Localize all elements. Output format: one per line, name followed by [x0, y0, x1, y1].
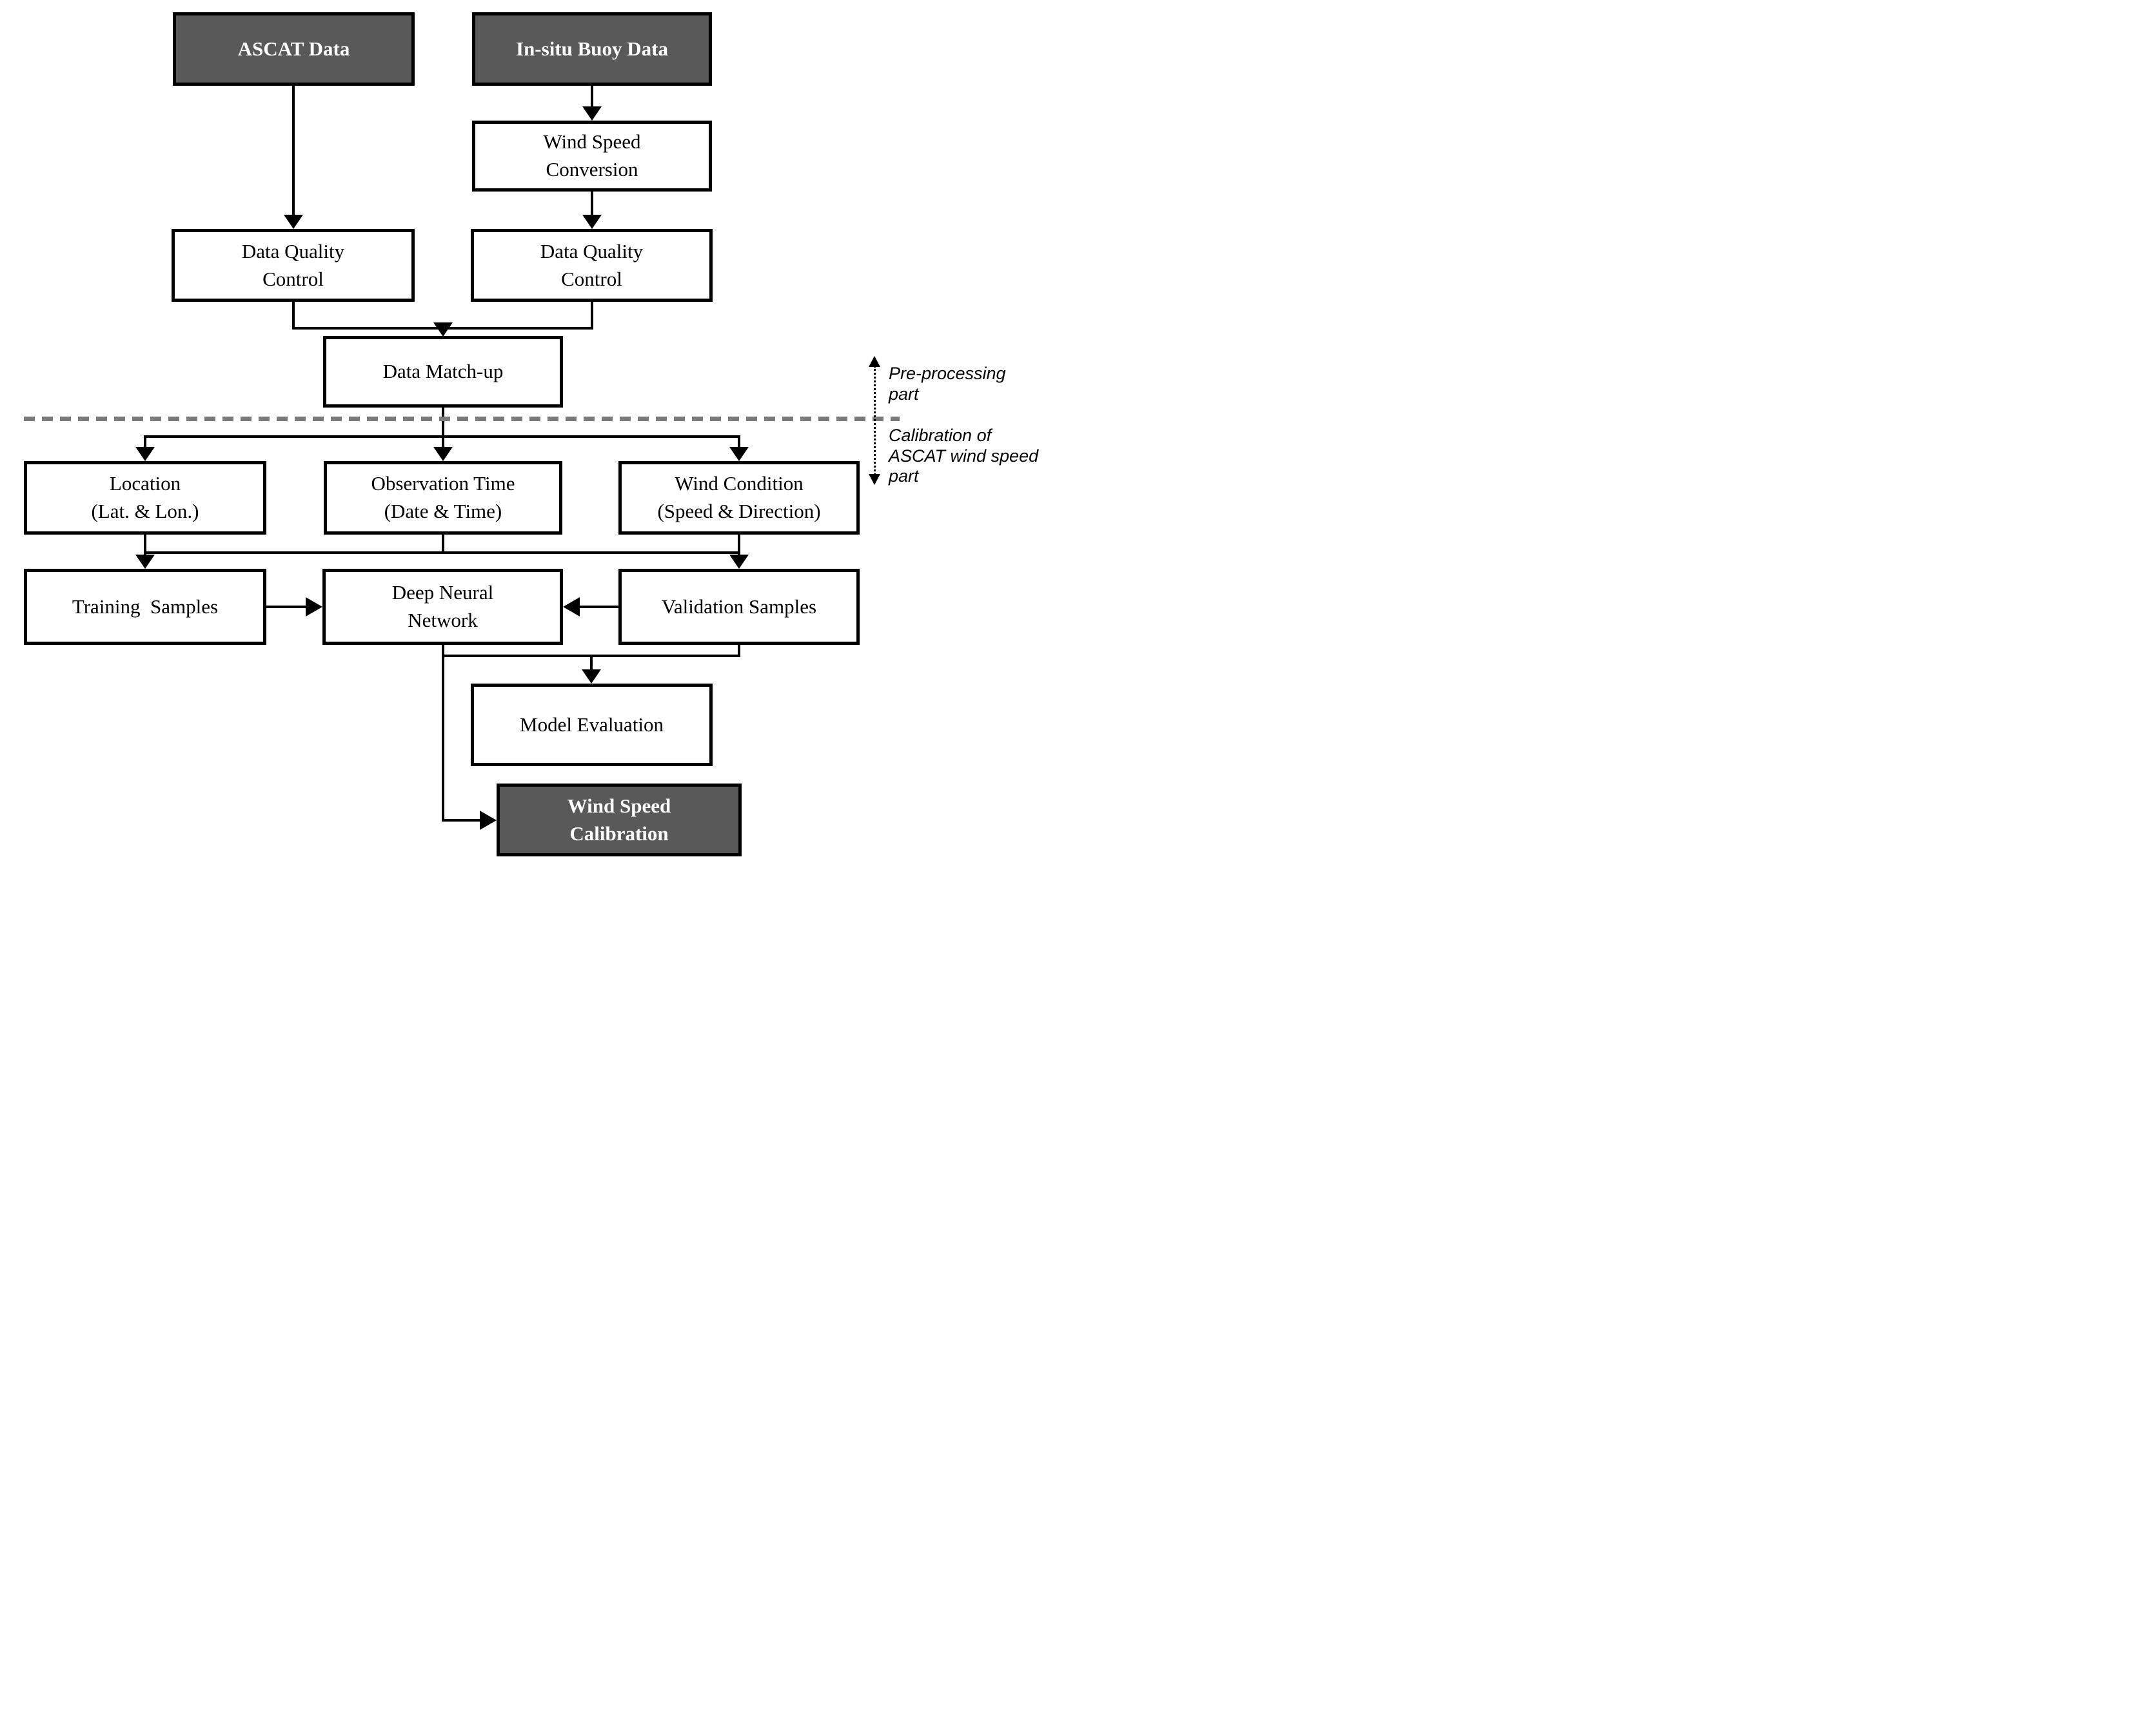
- connector-dqc-left-down: [292, 302, 295, 330]
- node-data-quality-control-right-label: Data Quality Control: [540, 239, 644, 290]
- node-wind-condition: Wind Condition (Speed & Direction): [618, 461, 860, 535]
- phase-range-dotted-arrow: [874, 366, 876, 475]
- annotation-pre-processing-part: Pre-processing part: [889, 364, 1006, 404]
- node-data-quality-control-left-label: Data Quality Control: [241, 239, 345, 290]
- node-in-situ-buoy-data: In-situ Buoy Data: [472, 12, 712, 86]
- node-in-situ-buoy-data-label: In-situ Buoy Data: [516, 37, 668, 60]
- connector-observation-time-down: [442, 535, 444, 554]
- connector-match-up-down: [442, 408, 444, 437]
- arrowhead-to-model-evaluation: [582, 669, 601, 684]
- connector-dnn-down: [442, 645, 444, 820]
- annotation-calibration-part: Calibration of ASCAT wind speed part: [889, 426, 1039, 486]
- node-deep-neural-network-label: Deep Neural Network: [391, 581, 494, 631]
- connector-evaluation-bus: [442, 655, 740, 657]
- node-data-quality-control-left: Data Quality Control: [172, 229, 415, 302]
- connector-dqc-right-down: [591, 302, 593, 330]
- node-observation-time-label: Observation Time (Date & Time): [371, 472, 515, 522]
- arrowhead-merge-to-match-up: [433, 322, 453, 337]
- node-wind-speed-calibration: Wind Speed Calibration: [497, 784, 742, 856]
- phase-range-arrowhead-up: [869, 356, 880, 367]
- connector-split-to-location: [144, 435, 146, 449]
- node-wind-speed-calibration-label: Wind Speed Calibration: [567, 794, 671, 845]
- node-training-samples: Training Samples: [24, 569, 266, 645]
- connector-ascat-to-dqc: [292, 86, 295, 215]
- node-data-match-up-label: Data Match-up: [382, 360, 504, 383]
- arrowhead-bus-to-validation-samples: [729, 555, 749, 569]
- node-model-evaluation-label: Model Evaluation: [520, 713, 664, 736]
- node-validation-samples: Validation Samples: [618, 569, 860, 645]
- arrowhead-split-to-wind-condition: [729, 447, 749, 461]
- arrowhead-training-to-dnn: [306, 597, 322, 616]
- node-data-quality-control-right: Data Quality Control: [471, 229, 713, 302]
- arrowhead-conversion-to-dqc: [582, 215, 602, 229]
- connector-location-down: [144, 535, 146, 557]
- node-validation-samples-label: Validation Samples: [661, 595, 817, 618]
- node-wind-speed-conversion: Wind Speed Conversion: [472, 121, 712, 192]
- connector-buoy-to-conversion: [591, 86, 593, 108]
- arrowhead-validation-to-dnn: [563, 597, 580, 616]
- phase-separator-dashed-line: [24, 417, 900, 421]
- connector-bus-to-model-evaluation: [590, 657, 593, 671]
- connector-split-to-observation-time: [442, 435, 444, 449]
- node-training-samples-label: Training Samples: [72, 595, 219, 618]
- flowchart-canvas: ASCAT Data In-situ Buoy Data Wind Speed …: [0, 0, 1066, 868]
- arrowhead-split-to-observation-time: [433, 447, 453, 461]
- node-wind-speed-conversion-label: Wind Speed Conversion: [543, 130, 641, 181]
- connector-wind-condition-down: [738, 535, 740, 557]
- node-location-label: Location (Lat. & Lon.): [91, 472, 199, 522]
- node-model-evaluation: Model Evaluation: [471, 684, 713, 766]
- node-wind-condition-label: Wind Condition (Speed & Direction): [657, 472, 821, 522]
- connector-validation-down: [738, 645, 740, 657]
- arrowhead-bus-to-training-samples: [135, 555, 155, 569]
- arrowhead-ascat-to-dqc: [284, 215, 303, 229]
- connector-conversion-to-dqc: [591, 192, 593, 216]
- arrowhead-dnn-to-calibration: [480, 811, 497, 830]
- connector-sample-bus: [144, 551, 740, 554]
- arrowhead-buoy-to-conversion: [582, 106, 602, 121]
- node-deep-neural-network: Deep Neural Network: [322, 569, 563, 645]
- arrowhead-split-to-location: [135, 447, 155, 461]
- node-ascat-data-label: ASCAT Data: [237, 37, 350, 60]
- phase-range-arrowhead-down: [869, 474, 880, 485]
- connector-training-to-dnn: [266, 606, 307, 608]
- connector-validation-to-dnn: [578, 606, 618, 608]
- node-ascat-data: ASCAT Data: [173, 12, 415, 86]
- node-location: Location (Lat. & Lon.): [24, 461, 266, 535]
- connector-dnn-to-calibration: [442, 819, 481, 822]
- node-observation-time: Observation Time (Date & Time): [324, 461, 562, 535]
- node-data-match-up: Data Match-up: [323, 336, 563, 408]
- connector-split-to-wind-condition: [738, 435, 740, 449]
